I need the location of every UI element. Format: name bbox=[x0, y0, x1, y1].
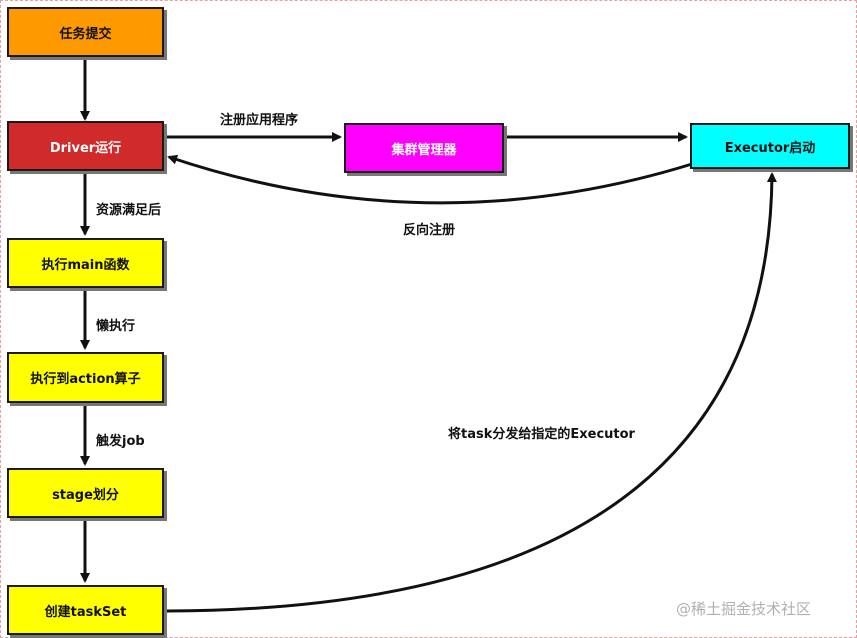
edge-label-trigger-job: 触发job bbox=[96, 434, 145, 449]
edge-label-reverse-register: 反向注册 bbox=[403, 223, 456, 238]
node-exec-action-label: 执行到action算子 bbox=[30, 372, 141, 387]
node-exec-main: 执行main函数 bbox=[7, 238, 164, 288]
node-task-submit-label: 任务提交 bbox=[59, 26, 112, 42]
edge-label-register-app: 注册应用程序 bbox=[220, 113, 299, 128]
node-exec-main-label: 执行main函数 bbox=[41, 257, 130, 273]
node-driver-run: Driver运行 bbox=[7, 121, 164, 171]
edge-label-dispatch-task: 将task分发给指定的Executor bbox=[448, 427, 635, 442]
arrow-executor-to-driver bbox=[167, 154, 693, 205]
node-stage-split: stage划分 bbox=[7, 468, 164, 518]
node-create-taskset: 创建taskSet bbox=[7, 585, 164, 635]
node-task-submit: 任务提交 bbox=[7, 7, 164, 57]
node-executor-start-label: Executor启动 bbox=[724, 140, 816, 156]
arrow-taskset-to-executor bbox=[166, 172, 777, 613]
node-exec-action: 执行到action算子 bbox=[7, 352, 164, 403]
node-create-taskset-label: 创建taskSet bbox=[44, 604, 127, 620]
node-cluster-manager: 集群管理器 bbox=[344, 123, 504, 173]
node-cluster-manager-label: 集群管理器 bbox=[391, 142, 457, 158]
node-driver-run-label: Driver运行 bbox=[49, 140, 122, 156]
node-executor-start: Executor启动 bbox=[690, 123, 850, 169]
watermark: @稀土掘金技术社区 bbox=[676, 600, 812, 618]
node-stage-split-label: stage划分 bbox=[52, 487, 119, 503]
edge-label-resources-ready: 资源满足后 bbox=[96, 203, 162, 218]
edge-label-lazy-exec: 懒执行 bbox=[96, 319, 136, 334]
